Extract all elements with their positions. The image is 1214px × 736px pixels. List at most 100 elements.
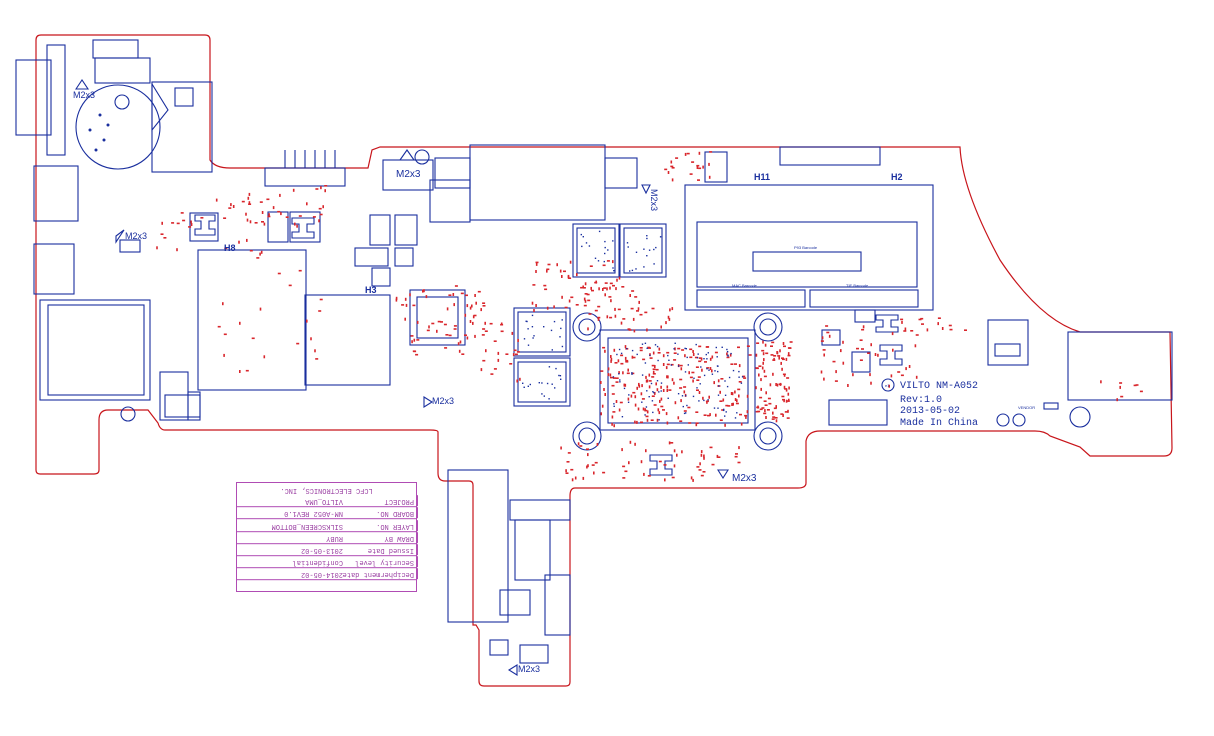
smd-part: [582, 287, 586, 289]
smd-part: [1100, 380, 1102, 384]
smd-part: [532, 284, 536, 286]
smd-part: [514, 353, 518, 356]
smd-part: [725, 404, 729, 407]
smd-part: [621, 448, 623, 452]
smd-part: [241, 200, 245, 203]
bga-ball: [681, 395, 684, 397]
smd-part: [320, 186, 322, 190]
smd-part: [604, 393, 606, 396]
smd-part: [246, 238, 248, 242]
smd-part: [561, 295, 563, 299]
smd-part: [480, 368, 483, 372]
title-block-header-row: LCFC ELECTRONICS, INC.: [237, 483, 416, 495]
smd-part: [787, 392, 790, 396]
bga-ball: [736, 412, 738, 414]
bga-ball: [612, 267, 614, 269]
smd-part: [900, 374, 904, 377]
smd-part: [656, 388, 659, 392]
smd-part: [475, 301, 477, 305]
smd-part: [477, 290, 481, 293]
smd-part: [856, 347, 859, 350]
bga-ball: [738, 370, 740, 373]
smd-part: [484, 330, 488, 332]
smd-part: [674, 401, 677, 405]
bga-ball: [717, 394, 720, 396]
smd-part: [788, 386, 790, 390]
smd-part: [688, 371, 690, 375]
smd-part: [781, 367, 783, 371]
smd-part: [823, 377, 825, 381]
smd-part: [246, 218, 249, 222]
bga-ball: [526, 320, 528, 323]
smd-part: [735, 453, 738, 455]
smd-part: [533, 309, 535, 312]
smd-part: [903, 330, 907, 332]
smd-part: [575, 304, 579, 306]
bga-ball: [550, 329, 553, 332]
smd-part: [767, 397, 771, 400]
bga-ball: [697, 353, 699, 355]
smd-part: [606, 260, 610, 262]
smd-part: [628, 329, 632, 331]
smd-part: [651, 376, 655, 378]
bga-ball: [603, 260, 605, 263]
bga-ball: [730, 352, 732, 355]
smd-part: [612, 260, 614, 264]
smd-part: [826, 331, 830, 334]
smd-part: [673, 449, 676, 453]
smd-part: [509, 363, 513, 365]
smd-part: [679, 364, 683, 367]
smd-part: [634, 420, 636, 424]
bga-ball: [724, 394, 727, 396]
bga-ball: [650, 382, 653, 385]
title-block-row: PROJECT VILTO_UMA: [237, 495, 418, 508]
bga-ball: [604, 252, 606, 255]
smd-part: [296, 224, 298, 228]
smd-part: [654, 365, 656, 368]
smd-part: [160, 233, 164, 235]
bga-ball: [631, 372, 633, 374]
smd-part: [634, 296, 638, 298]
bga-ball: [623, 387, 626, 390]
smd-part: [602, 471, 606, 474]
bga-ball: [621, 416, 624, 418]
smd-part: [763, 400, 767, 402]
smd-part: [784, 411, 788, 413]
smd-part: [616, 278, 618, 282]
smd-part: [465, 294, 468, 297]
smd-part: [689, 376, 693, 379]
smd-part: [188, 226, 192, 228]
bga-ball: [708, 369, 710, 371]
smd-part: [318, 207, 322, 210]
bga-ball: [696, 357, 699, 359]
smd-part: [634, 403, 637, 407]
smd-part: [786, 400, 790, 402]
smd-part: [649, 357, 653, 359]
smd-part: [395, 296, 398, 300]
smd-part: [589, 265, 593, 267]
smd-part: [763, 412, 767, 415]
bga-ball: [543, 326, 545, 328]
bga-ball: [724, 380, 726, 382]
smd-part: [698, 391, 701, 394]
smd-part: [413, 350, 417, 353]
smd-part: [670, 442, 674, 444]
bga-ball: [685, 348, 687, 350]
bga-ball: [685, 394, 687, 397]
smd-part: [679, 378, 683, 381]
smd-part: [746, 410, 749, 414]
bga-ball: [646, 235, 648, 237]
bga-ball: [728, 376, 731, 379]
title-block-row: Issued Date 2013-05-02: [237, 544, 418, 557]
smd-part: [702, 165, 704, 169]
smd-part: [607, 373, 610, 377]
smd-part: [610, 357, 613, 361]
smd-part: [748, 354, 752, 356]
smd-part: [668, 389, 672, 391]
bga-ball: [684, 347, 686, 350]
bga-ball: [714, 370, 716, 372]
bga-ball: [726, 348, 728, 351]
smd-part: [692, 353, 695, 356]
smd-part: [645, 375, 647, 379]
smd-part: [859, 359, 863, 361]
